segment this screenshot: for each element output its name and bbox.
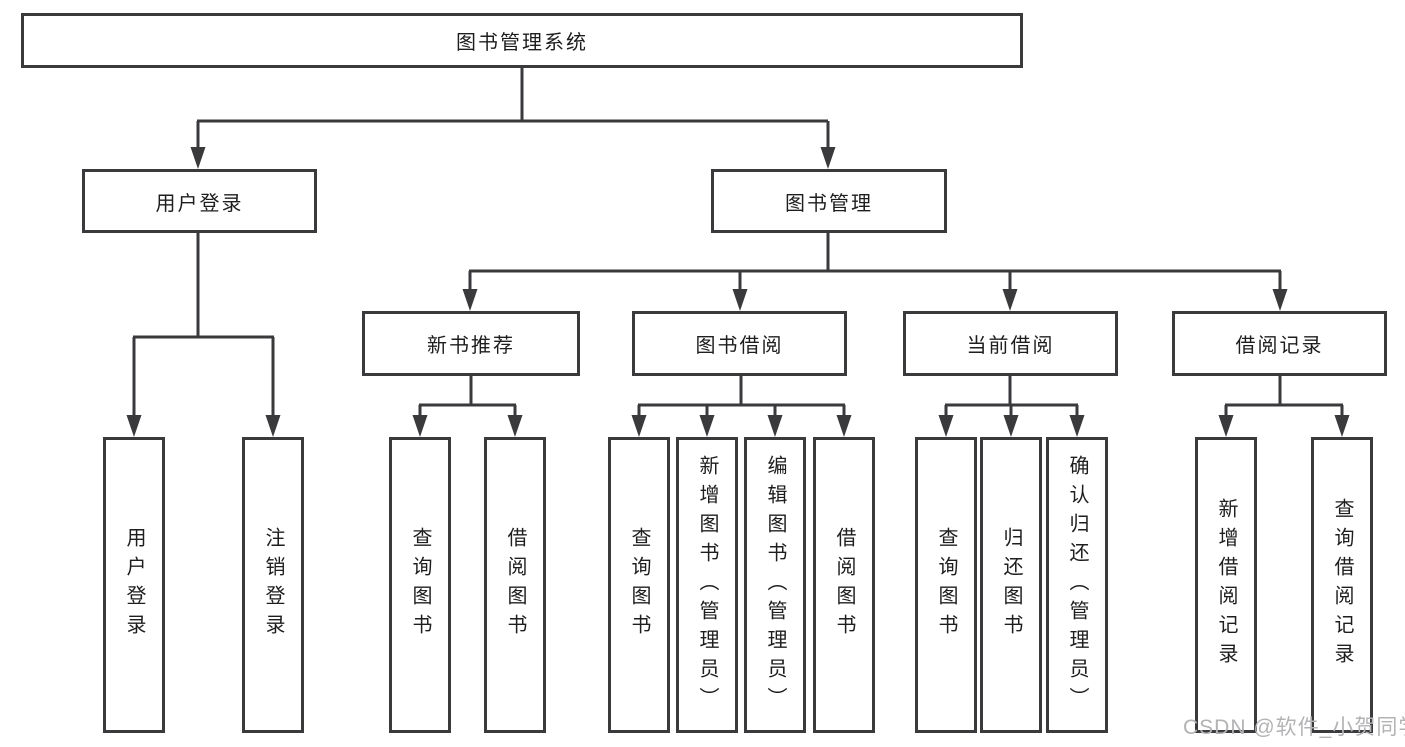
leaf-add-book-admin: 新增图书（管理员） <box>676 437 738 733</box>
leaf-borrow-books: 借阅图书 <box>813 437 875 733</box>
csdn-watermark: CSDN @软件_小贺同学 <box>1183 716 1405 739</box>
connector-borrowing-records <box>1224 376 1344 418</box>
node-library-system: 图书管理系统 <box>21 13 1023 68</box>
node-book-borrowing: 图书借阅 <box>632 311 847 376</box>
connector-book-borrowing <box>637 376 846 418</box>
leaf-query-borrow-record: 查询借阅记录 <box>1311 437 1373 733</box>
leaf-confirm-return-admin: 确认归还（管理员） <box>1046 437 1108 733</box>
leaf-query-books-recommend: 查询图书 <box>389 437 451 733</box>
node-current-borrowing: 当前借阅 <box>903 311 1118 376</box>
leaf-borrow-books-recommend: 借阅图书 <box>484 437 546 733</box>
leaf-logout: 注销登录 <box>242 437 304 733</box>
node-borrowing-records: 借阅记录 <box>1172 311 1387 376</box>
leaf-return-books: 归还图书 <box>980 437 1042 733</box>
node-user-login: 用户登录 <box>82 169 317 233</box>
arrowheads <box>126 147 1350 437</box>
leaf-edit-book-admin: 编辑图书（管理员） <box>744 437 806 733</box>
leaf-query-books-borrowing: 查询图书 <box>608 437 670 733</box>
connector-root <box>196 68 830 150</box>
leaf-add-borrow-record: 新增借阅记录 <box>1195 437 1257 733</box>
node-new-book-recommend: 新书推荐 <box>362 311 580 376</box>
connector-current-borrowing <box>944 376 1079 418</box>
connector-book-management <box>468 233 1282 294</box>
connector-user-login <box>132 233 275 418</box>
connector-new-book-recommend <box>418 376 517 418</box>
leaf-user-login: 用户登录 <box>103 437 165 733</box>
node-book-management: 图书管理 <box>711 169 947 233</box>
leaf-query-books-current: 查询图书 <box>915 437 977 733</box>
